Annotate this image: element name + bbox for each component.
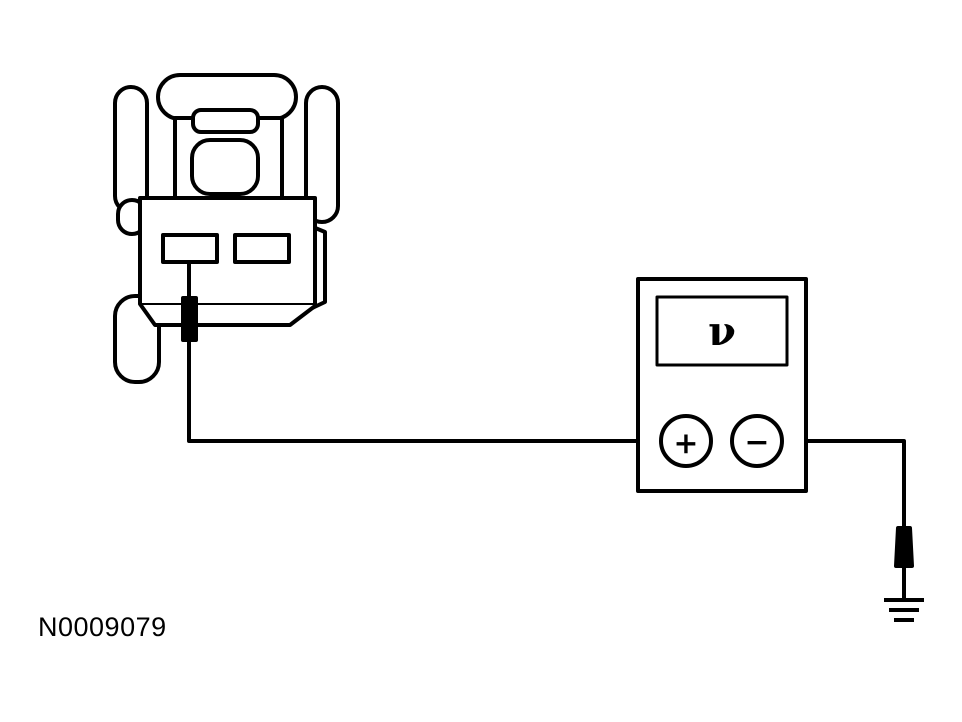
meter-display [655,295,789,367]
figure-id-label: N0009079 [38,612,167,642]
positive-terminal [659,414,713,468]
terminal-cavity-1 [161,233,219,264]
voltmeter [636,277,808,493]
terminal-cavity-2 [233,233,291,264]
positive-lead-wire [187,340,660,443]
connector-body [113,73,340,384]
negative-lead-wire [782,439,906,528]
minus-sign: − [744,425,769,460]
voltage-symbol: ν [708,308,736,355]
back-probe [181,262,198,342]
ground-icon [884,598,924,622]
plus-sign: + [673,426,698,461]
ground-probe [894,526,914,598]
negative-terminal [730,414,784,468]
